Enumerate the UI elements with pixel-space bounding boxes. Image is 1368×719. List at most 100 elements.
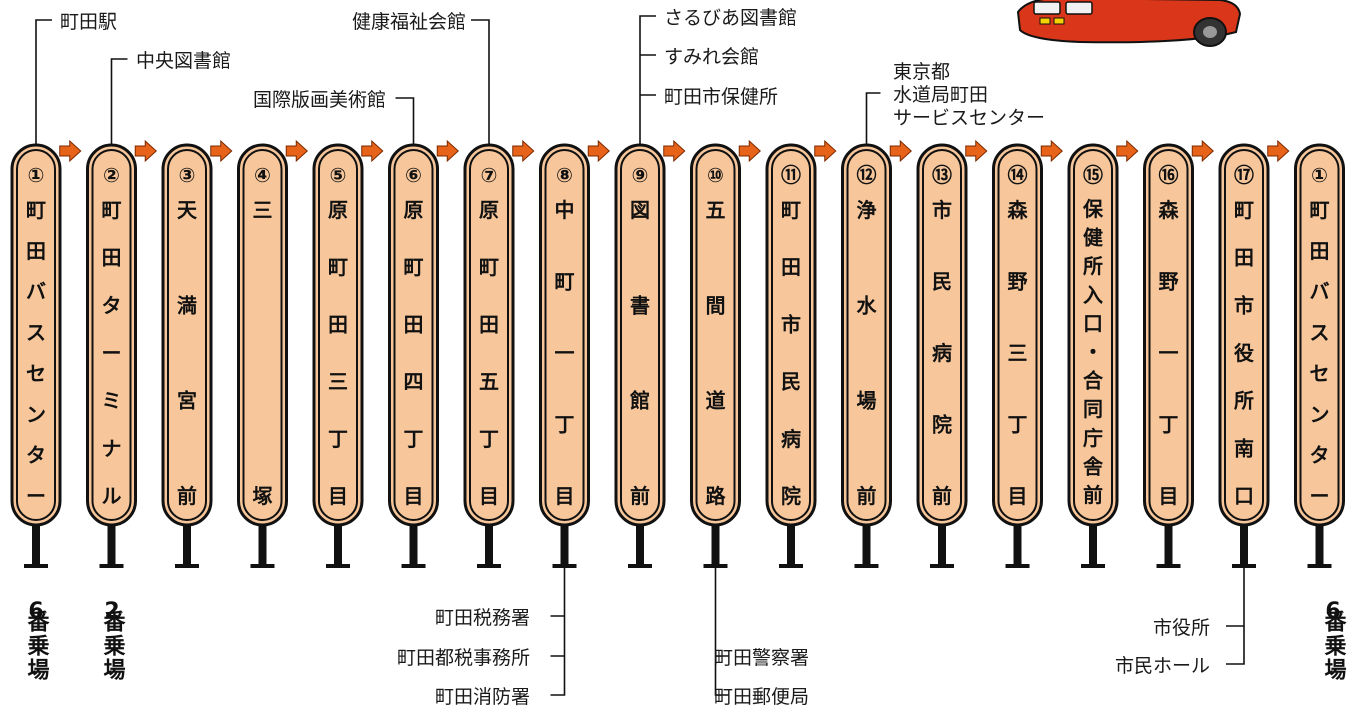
stop-name-char: 一 [555, 341, 575, 365]
stop-name-char: 院 [932, 413, 952, 437]
stop-name-char: 田 [328, 312, 348, 336]
landmark-police-station: 町田警察署 [714, 647, 809, 669]
stop-name-char: 口 [1234, 484, 1254, 508]
stop-name-char: 前 [630, 484, 650, 508]
stop-name-char: 中 [555, 198, 575, 222]
stop-number: ⑭ [1008, 163, 1028, 187]
stop-name-char: 合 [1083, 369, 1104, 393]
stop-name-char: 民 [781, 370, 801, 394]
stop-number: ③ [179, 163, 196, 187]
stop-pole [1315, 522, 1324, 568]
route-arrow [587, 139, 610, 163]
stop-name-char: 庁 [1083, 426, 1103, 450]
stop-name-char: 図 [630, 198, 650, 222]
stop-name-char: 目 [1159, 484, 1179, 508]
connector-stop12 [865, 92, 881, 145]
stop-name-char: 森 [1159, 198, 1180, 222]
stop-name-char: タ [102, 293, 122, 317]
bus-illustration [1010, 0, 1250, 52]
stop-name-char: ナ [102, 436, 122, 460]
route-arrow [436, 139, 459, 163]
stop-name-char: 三 [1008, 341, 1028, 365]
route-arrow [361, 139, 384, 163]
route-arrows [59, 139, 1290, 163]
stop-pole-base [477, 564, 501, 568]
stop-name-char: 五 [479, 370, 499, 394]
stop-sign-inner [695, 149, 736, 521]
route-arrow [663, 139, 686, 163]
stop-name-char: ー [1310, 484, 1330, 508]
stop-name-char: 町 [1310, 198, 1330, 222]
stop-name-char: 塚 [253, 484, 273, 508]
stop-name-char: 前 [177, 484, 197, 508]
stop-name-char: 目 [404, 484, 424, 508]
connector-stop8 [550, 525, 566, 696]
stop-name-char: セ [26, 361, 46, 385]
stop-name-char: 森 [1008, 198, 1029, 222]
stop-pole-base [1307, 564, 1332, 568]
stop-name-char: ル [102, 484, 122, 508]
stop-pole-base [628, 564, 652, 568]
stop-pole [334, 522, 342, 568]
stop-pole [711, 522, 720, 568]
stop-name-char: 目 [1008, 484, 1028, 508]
stop-name-char: 町 [26, 198, 46, 222]
stop-sign-inner [1148, 149, 1189, 521]
stop-name-char: 役 [1234, 341, 1254, 365]
stop-name-char: ー [102, 341, 122, 365]
stop-name-char: 原 [328, 198, 348, 222]
stop-name-char: 田 [102, 246, 122, 270]
route-arrow [285, 139, 308, 163]
landmark-tokyo: 東京都 [893, 61, 950, 83]
stop-name-char: 間 [706, 293, 726, 317]
stop-pole [787, 522, 795, 568]
landmark-tax-office: 町田税務署 [435, 607, 530, 629]
stop-name-char: 丁 [1159, 413, 1179, 437]
stop-number: ⑪ [781, 163, 801, 187]
stop-name-char: 町 [555, 270, 575, 294]
route-arrow [1191, 139, 1214, 163]
stop-number: ① [28, 163, 45, 187]
stop-pole-base [99, 564, 124, 568]
route-arrow [59, 139, 82, 163]
stop-name-char: 所 [1083, 254, 1103, 278]
stop-pole-base [552, 564, 577, 568]
stop-name-char: 野 [1008, 270, 1028, 294]
stop-number: ⑰ [1234, 163, 1254, 187]
connector-stop7 [471, 19, 490, 145]
stop-pole-base [854, 564, 879, 568]
connector-stop6 [395, 97, 415, 145]
stop-name-char: 町 [328, 255, 348, 279]
stop-pole [938, 522, 946, 568]
landmarks-bottom: 町田税務署 町田都税事務所 町田消防署 町田警察署 町田郵便局 市役所 市民ホー… [397, 607, 1210, 708]
platform-left-6: 6 番乗場 [24, 599, 51, 682]
landmark-waterworks: 水道局町田 [893, 84, 988, 106]
stop-name-char: 病 [932, 341, 952, 365]
stop-sign-inner [997, 149, 1038, 521]
stop-name-char: 丁 [1008, 413, 1028, 437]
stop-name-char: 前 [932, 484, 952, 508]
stop-pole [32, 522, 40, 568]
stop-name-char: タ [1310, 443, 1330, 467]
stop-sign-inner [620, 149, 660, 521]
stop-name-char: 町 [1234, 198, 1254, 222]
stop-sign-inner [771, 149, 811, 521]
landmark-fire-station: 町田消防署 [435, 686, 530, 708]
stop-name-char: 町 [479, 255, 499, 279]
platform-label: 番乗場 [24, 610, 51, 682]
stop-sign-inner [469, 149, 509, 521]
stop-pole-base [401, 564, 426, 568]
stop-name-char: 野 [1159, 270, 1179, 294]
